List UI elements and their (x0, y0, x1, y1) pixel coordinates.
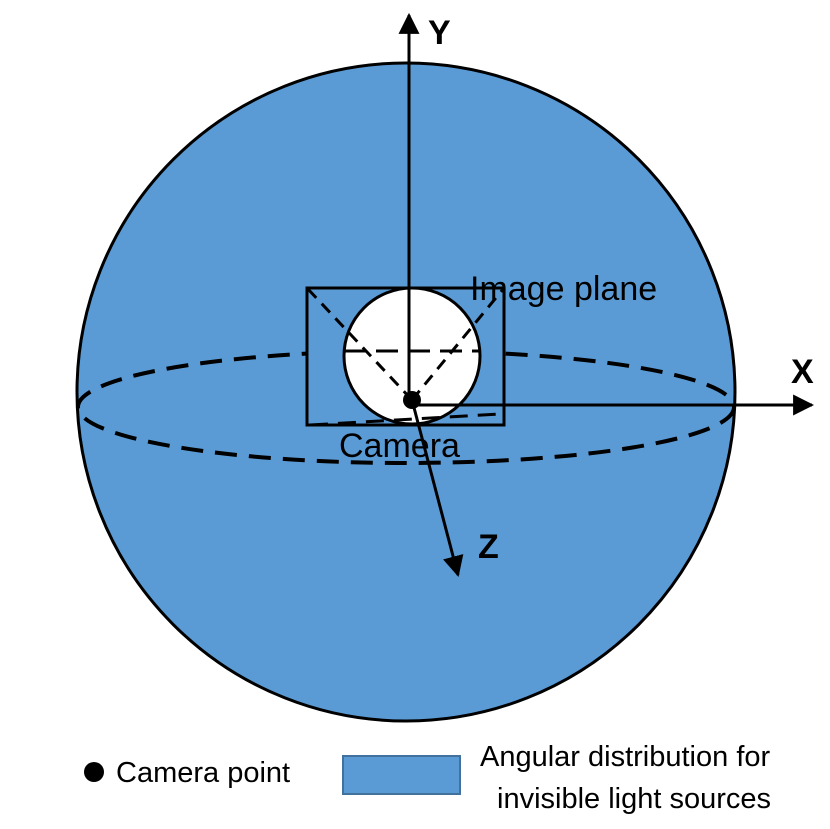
visible-region-circle (342, 286, 482, 426)
axis-y-label: Y (428, 14, 451, 52)
camera-point (403, 391, 421, 409)
legend-camera-point-label: Camera point (116, 757, 290, 789)
axis-z-label: Z (478, 528, 499, 566)
frustum-line-left (305, 286, 414, 402)
axis-x-label: X (791, 353, 814, 391)
z-axis (410, 399, 464, 578)
frustum-line-right (410, 287, 506, 401)
camera-label: Camera (339, 427, 460, 465)
legend-camera-dot (84, 762, 104, 782)
image-plane-label: Image plane (470, 270, 657, 308)
rect-bottom-dashed (309, 412, 501, 427)
legend-distribution-line1: Angular distribution for (480, 741, 770, 773)
legend-distribution-line2: invisible light sources (497, 783, 771, 815)
legend-distribution-swatch (342, 755, 461, 795)
